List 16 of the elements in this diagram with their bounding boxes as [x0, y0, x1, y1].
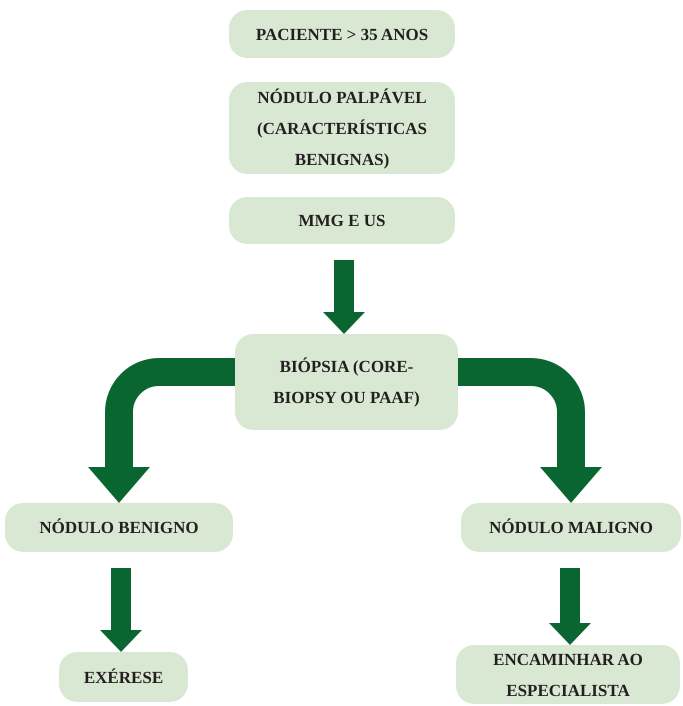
box-label: NÓDULO BENIGNO: [39, 517, 199, 539]
process-box: [229, 82, 455, 174]
box-label: PACIENTE > 35 ANOS: [256, 24, 428, 46]
process-box: [59, 652, 188, 702]
process-box: [5, 503, 233, 552]
box-label: BIÓPSIA (CORE-BIOPSY OU PAAF): [272, 356, 421, 409]
box-label: NÓDULO PALPÁVEL (CARACTERÍSTICAS BENIGNAS): [256, 86, 428, 170]
process-box: [229, 10, 455, 58]
process-box: [235, 334, 458, 430]
box-label: ENCAMINHAR AO ESPECIALISTA: [492, 648, 644, 702]
box-label: NÓDULO MALIGNO: [489, 517, 653, 539]
box-label: EXÉRESE: [84, 666, 164, 688]
process-box: [456, 645, 680, 704]
box-label: MMG E US: [298, 210, 386, 232]
process-box: [229, 197, 455, 244]
process-box: [461, 503, 681, 552]
